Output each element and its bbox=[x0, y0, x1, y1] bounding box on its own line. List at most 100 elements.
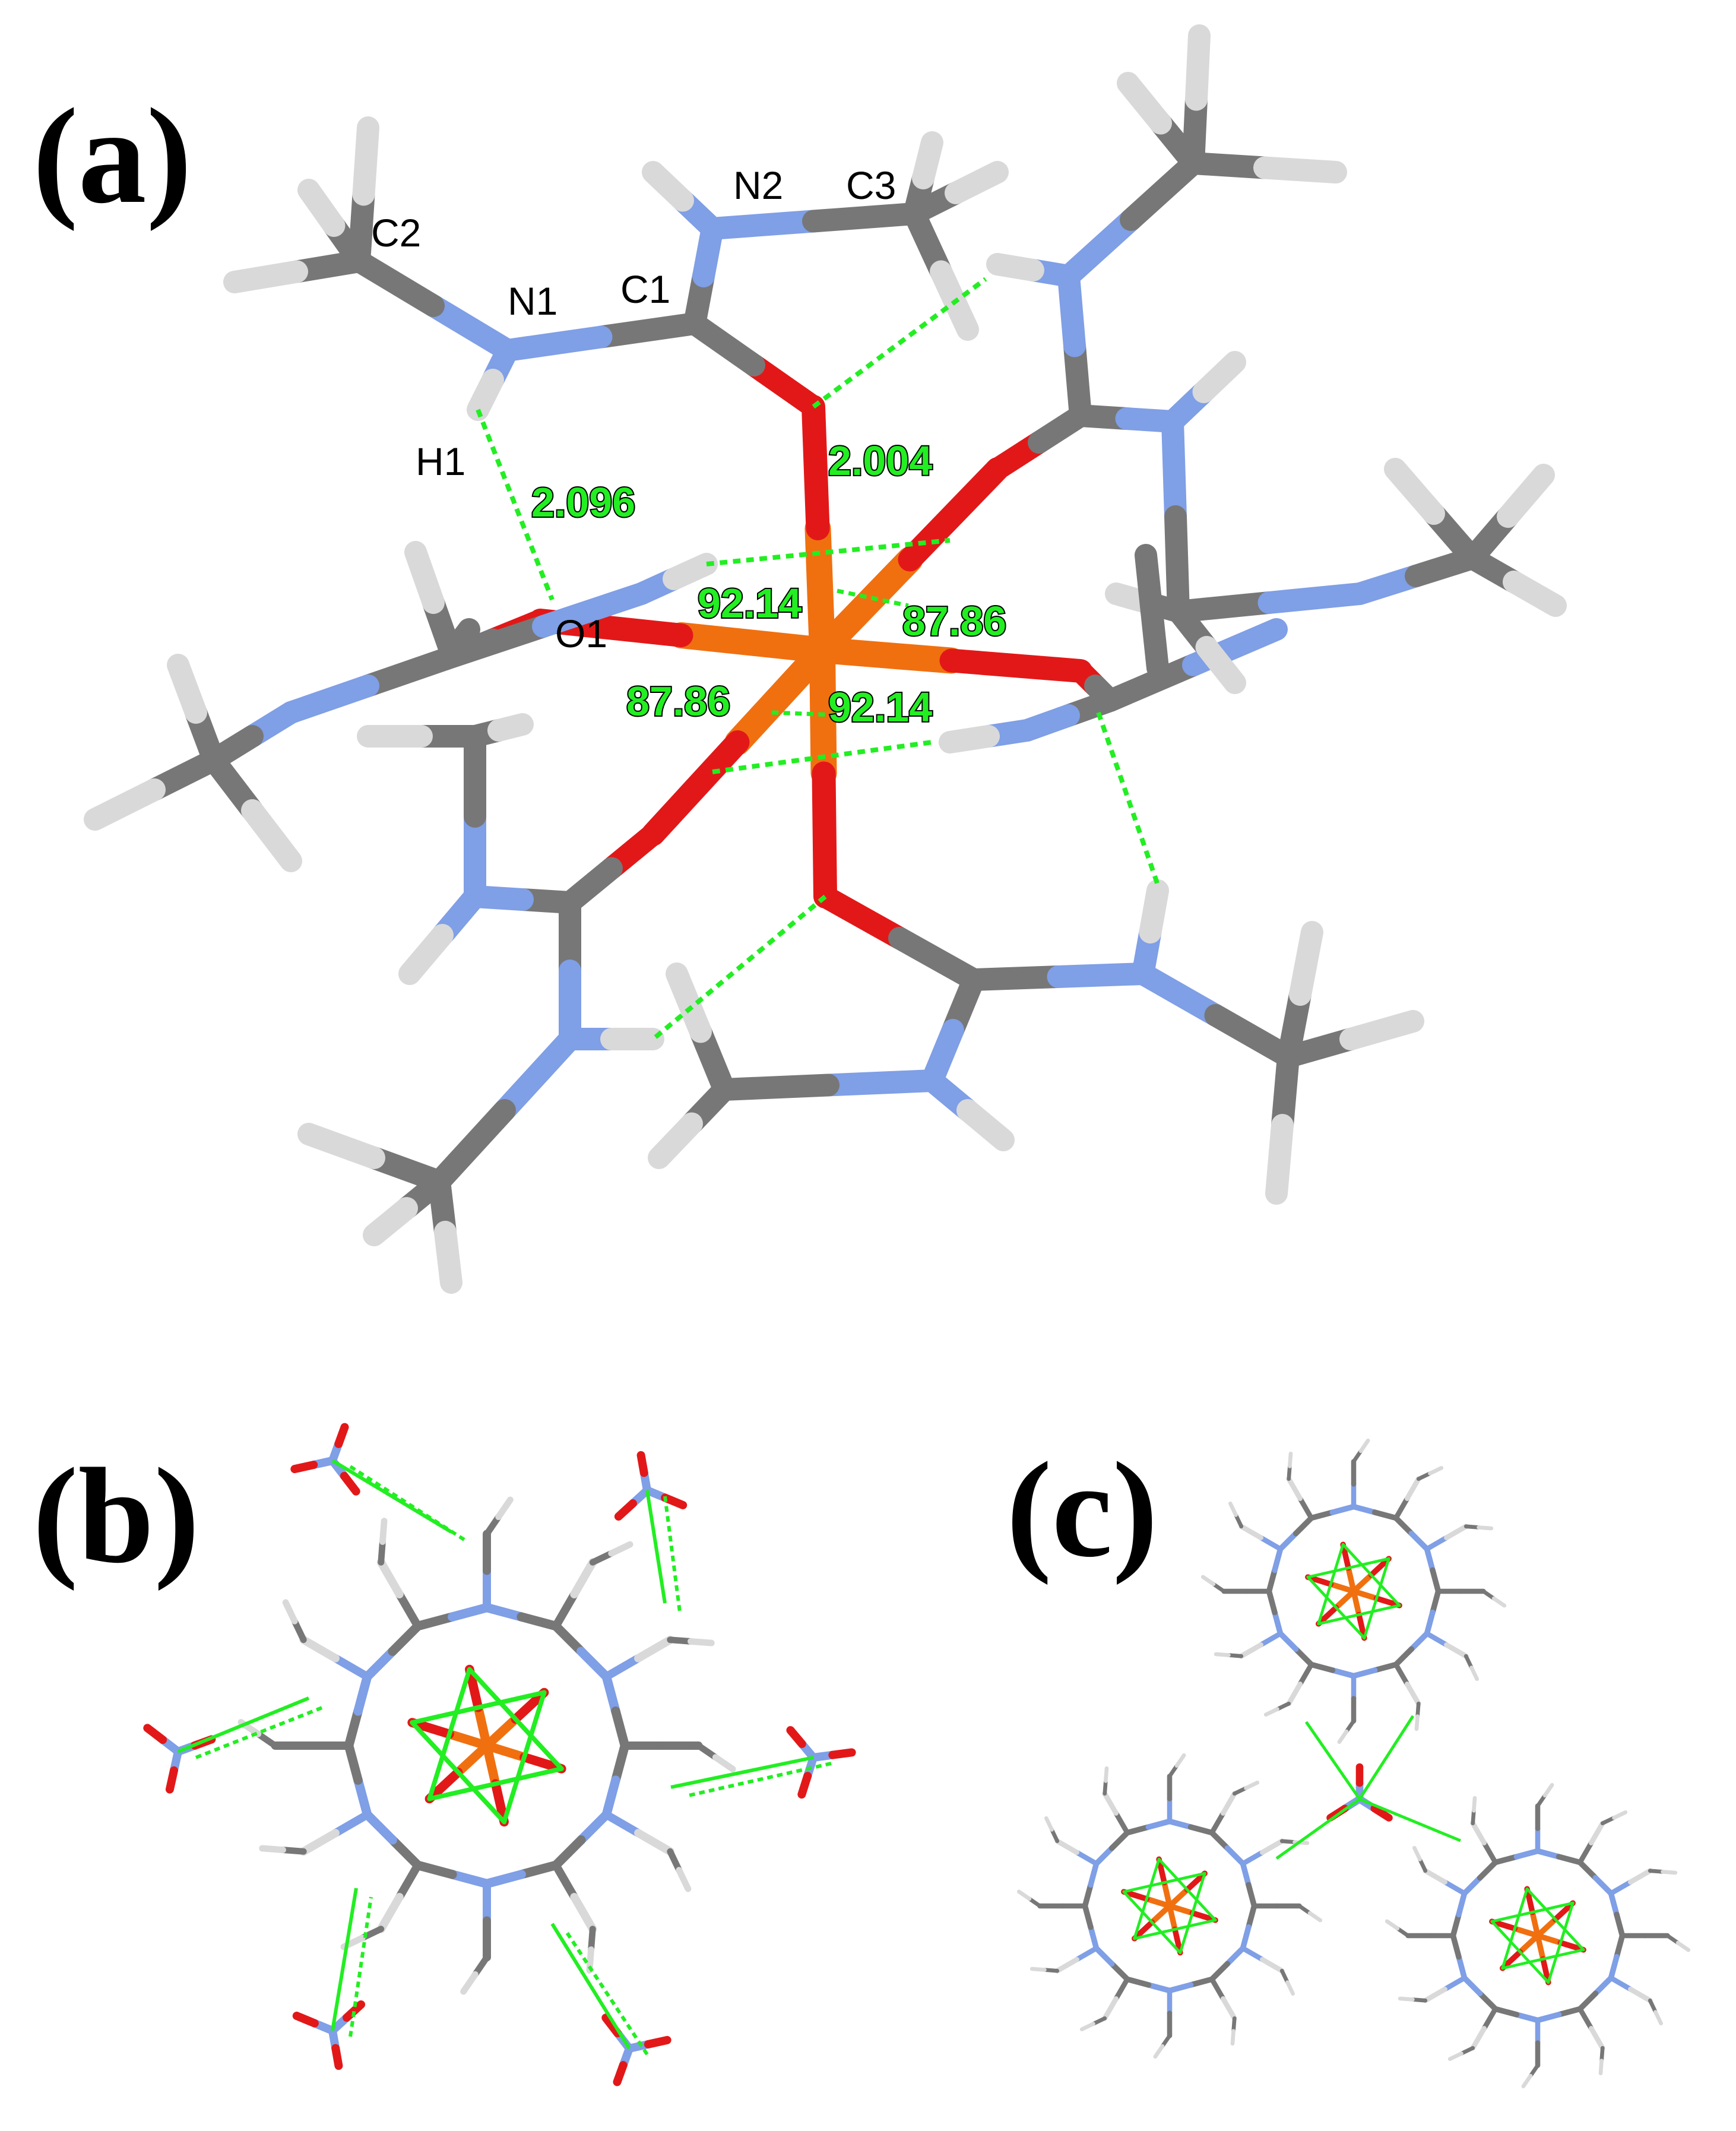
bond-segment bbox=[1050, 1828, 1060, 1844]
bond-segment bbox=[1057, 208, 1142, 287]
bond-segment bbox=[1240, 1924, 1252, 1951]
bond-segment bbox=[1286, 1476, 1303, 1501]
bond-segment bbox=[1556, 1854, 1583, 1866]
fe-o-bond bbox=[812, 761, 837, 908]
bond-segment bbox=[1463, 1524, 1481, 1530]
bond-segment bbox=[290, 1461, 318, 1474]
angle-label-lower-left: 87.86 bbox=[626, 678, 730, 724]
bond-segment bbox=[552, 1861, 579, 1902]
bond-segment bbox=[1167, 1982, 1194, 1994]
bond-segment bbox=[1345, 1565, 1357, 1594]
hbond-contact bbox=[1306, 1557, 1390, 1579]
bond-segment bbox=[1395, 1926, 1410, 1938]
bond-segment bbox=[1424, 1630, 1449, 1648]
bond-segment bbox=[1648, 1869, 1665, 1874]
atom-label-c2: C2 bbox=[371, 211, 421, 255]
bond-segment bbox=[1329, 1503, 1357, 1515]
bond-segment bbox=[1461, 1874, 1483, 1896]
bond-segment bbox=[1209, 1810, 1226, 1835]
bond-segment bbox=[1192, 351, 1246, 403]
panel-b: (b) bbox=[33, 1423, 856, 2086]
hbond-contact bbox=[1133, 1918, 1217, 1940]
bond-segment bbox=[1277, 1630, 1299, 1652]
bond-segment bbox=[1415, 1701, 1421, 1718]
bond-segment bbox=[331, 1654, 372, 1681]
bond-segment bbox=[743, 354, 825, 418]
bond-segment bbox=[422, 295, 519, 362]
bond-segment bbox=[1260, 1956, 1285, 1974]
bond-segment bbox=[1497, 464, 1555, 528]
bond-segment bbox=[1164, 505, 1190, 623]
nitrate-anion bbox=[786, 1726, 856, 1799]
bond-segment bbox=[1102, 1791, 1119, 1816]
bond-segment bbox=[1371, 1661, 1399, 1673]
hbond-contact bbox=[349, 1896, 373, 2037]
bond-segment bbox=[1149, 1903, 1173, 1926]
bond-segment bbox=[282, 1599, 298, 1625]
bond-segment bbox=[1293, 1515, 1314, 1537]
bond-segment bbox=[363, 1197, 418, 1246]
bond-segment bbox=[1481, 1589, 1496, 1601]
hbond-distance-label: 2.096 bbox=[531, 479, 635, 525]
bond-segment bbox=[1370, 1804, 1393, 1822]
bond-segment bbox=[255, 1730, 278, 1749]
bond-segment bbox=[223, 260, 308, 293]
bond-segment bbox=[1339, 1010, 1424, 1050]
bond-segment bbox=[473, 1703, 492, 1750]
bond-segment bbox=[1628, 1868, 1653, 1885]
hbond-contact bbox=[410, 1720, 507, 1825]
hbond-contact bbox=[331, 1888, 358, 2031]
bond-segment bbox=[1423, 1986, 1447, 2003]
bond-segment bbox=[1513, 2012, 1541, 2024]
bond-segment bbox=[1450, 1933, 1462, 1960]
nitrate-anion bbox=[1326, 1763, 1393, 1822]
bond-segment bbox=[1214, 1652, 1231, 1657]
bond-segment bbox=[357, 648, 457, 697]
bond-segment bbox=[1503, 571, 1567, 617]
bond-segment bbox=[666, 962, 712, 1043]
angle-label-upper-left: 92.14 bbox=[698, 580, 802, 626]
bond-segment bbox=[1016, 1889, 1032, 1901]
bond-segment bbox=[1393, 1496, 1410, 1521]
bond-segment bbox=[648, 1112, 703, 1169]
bond-segment bbox=[292, 2012, 319, 2028]
bond-segment bbox=[1648, 1998, 1658, 2014]
bond-segment bbox=[1297, 1662, 1314, 1687]
fe-o-bond bbox=[668, 622, 835, 663]
bond-segment bbox=[1231, 2016, 1237, 2033]
bond-segment bbox=[1351, 1667, 1378, 1679]
hbond-contact bbox=[1122, 1872, 1206, 1893]
bond-segment bbox=[817, 1069, 943, 1097]
bond-segment bbox=[1404, 1476, 1421, 1501]
bond-segment bbox=[1167, 591, 1281, 623]
fe-o-distance-label: 2.004 bbox=[828, 438, 932, 484]
angle-label-lower-right: 92.14 bbox=[828, 684, 932, 730]
bond-segment bbox=[1271, 1046, 1300, 1136]
bond-segment bbox=[1113, 1977, 1130, 2002]
bond-segment bbox=[661, 1493, 688, 1509]
bond-segment bbox=[1246, 1903, 1257, 1930]
fe-o-bond bbox=[724, 637, 835, 755]
bond-segment bbox=[1029, 1967, 1047, 1972]
bond-segment bbox=[1057, 265, 1086, 357]
bond-segment bbox=[1351, 1503, 1378, 1515]
hbond-contact bbox=[1122, 1890, 1182, 1955]
bond-segment bbox=[1209, 1829, 1231, 1851]
bond-segment bbox=[1258, 1630, 1283, 1648]
bond-segment bbox=[1450, 1911, 1462, 1939]
nitrate-anion bbox=[292, 2000, 366, 2070]
hbond-contact bbox=[1179, 1872, 1206, 1955]
bond-segment bbox=[1185, 24, 1211, 111]
bond-segment bbox=[1187, 1976, 1215, 1988]
bond-segment bbox=[1444, 1524, 1469, 1541]
bond-segment bbox=[1104, 1766, 1109, 1783]
bond-segment bbox=[1160, 2034, 1172, 2048]
bond-segment bbox=[814, 885, 911, 949]
bond-segment bbox=[1456, 1891, 1468, 1918]
bond-segment bbox=[1500, 1949, 1523, 1971]
bond-segment bbox=[1517, 1933, 1541, 1955]
bond-segment bbox=[1074, 1945, 1099, 1962]
bond-segment bbox=[1167, 1886, 1190, 1909]
bond-segment bbox=[1577, 1840, 1594, 1865]
bond-segment bbox=[1675, 1940, 1691, 1952]
